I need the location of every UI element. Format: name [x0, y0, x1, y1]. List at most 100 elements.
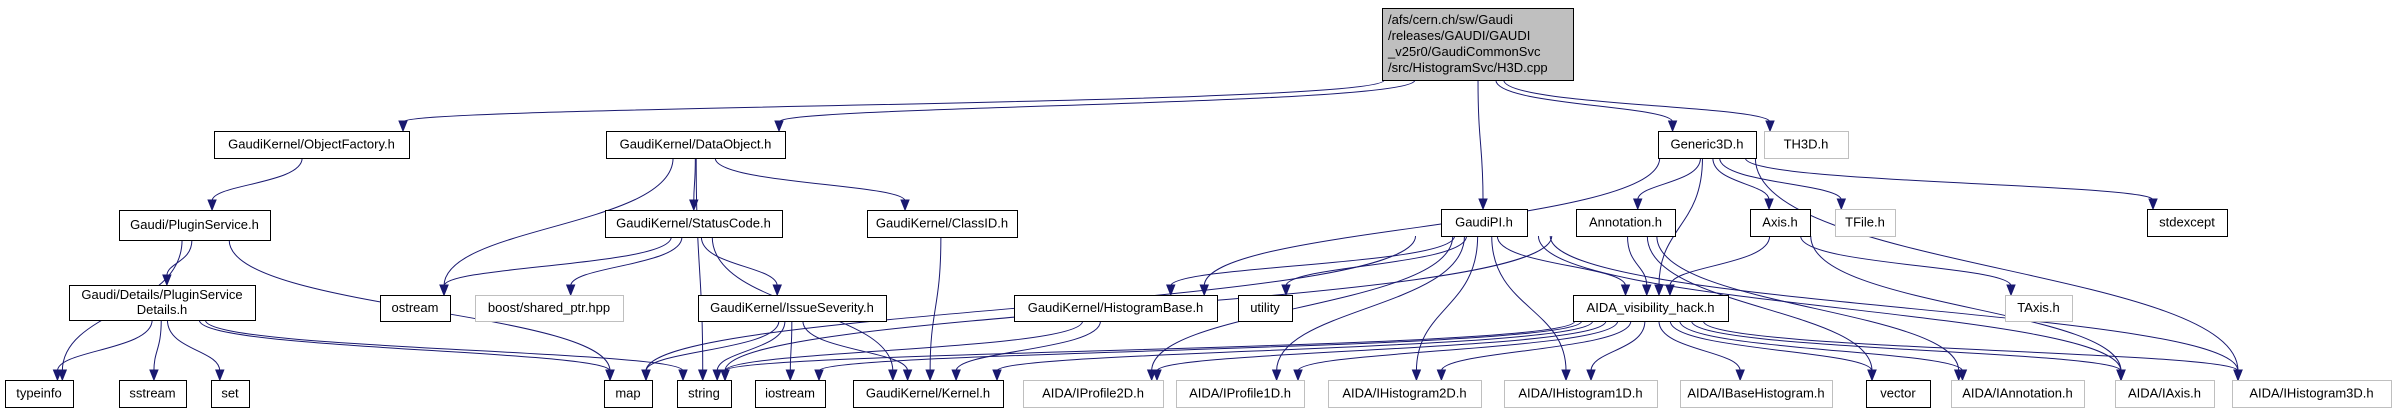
arrowhead-icon: [1478, 198, 1488, 211]
arrowhead-icon: [641, 369, 651, 382]
edge-line: [570, 236, 683, 287]
node-box: [119, 380, 187, 408]
edge-gaudipi-to-histobase: [1166, 235, 1456, 297]
edge-line: [1627, 235, 1648, 287]
node-label: GaudiKernel/StatusCode.h: [616, 215, 771, 230]
node-label: _v25r0/GaudiCommonSvc: [1387, 44, 1541, 59]
edge-line: [1203, 157, 1661, 287]
arrowhead-icon: [902, 369, 913, 382]
node-label: Gaudi/Details/PluginService: [81, 287, 242, 302]
edge-line: [1415, 235, 1479, 372]
node-box: [1238, 295, 1293, 322]
arrowhead-icon: [2233, 369, 2243, 382]
edge-line: [1590, 320, 1646, 372]
node-histobase[interactable]: GaudiKernel/HistogramBase.h: [1014, 295, 1218, 322]
arrowhead-icon: [814, 369, 824, 382]
node-iostream[interactable]: iostream: [755, 380, 826, 408]
node-classid[interactable]: GaudiKernel/ClassID.h: [867, 210, 1018, 238]
node-root[interactable]: /afs/cern.ch/sw/Gaudi/releases/GAUDI/GAU…: [1382, 8, 1574, 81]
node-ibasehisto: AIDA/IBaseHistogram.h: [1680, 380, 1833, 408]
edge-line: [695, 157, 704, 372]
node-gaudipi[interactable]: GaudiPI.h: [1441, 209, 1528, 237]
node-label: AIDA/IProfile2D.h: [1042, 385, 1144, 400]
node-map[interactable]: map: [604, 380, 653, 408]
node-ihisto1d: AIDA/IHistogram1D.h: [1504, 380, 1658, 408]
node-taxis: TAxis.h: [2005, 295, 2073, 322]
node-ihisto2d: AIDA/IHistogram2D.h: [1328, 380, 1482, 408]
node-box: [1328, 380, 1482, 408]
arrowhead-icon: [992, 369, 1002, 382]
edge-statuscode-to-boostsp: [565, 236, 683, 297]
edge-histobase-to-kernel: [951, 320, 1101, 382]
node-box: [2115, 380, 2215, 408]
node-box: [867, 210, 1018, 238]
edge-line: [645, 320, 780, 372]
node-label: GaudiKernel/IssueSeverity.h: [710, 300, 874, 315]
node-box: [755, 380, 826, 408]
node-dataobject[interactable]: GaudiKernel/DataObject.h: [606, 131, 786, 159]
edge-line: [778, 79, 1416, 123]
node-issueseverity[interactable]: GaudiKernel/IssueSeverity.h: [698, 295, 887, 322]
node-sstream[interactable]: sstream: [119, 380, 187, 408]
node-utility[interactable]: utility: [1238, 295, 1293, 322]
arrowhead-icon: [605, 369, 615, 382]
edge-aidavis-to-string: [720, 320, 1576, 382]
node-typeinfo[interactable]: typeinfo: [5, 380, 74, 408]
edge-line: [166, 319, 221, 372]
node-iannotation: AIDA/IAnnotation.h: [1951, 380, 2085, 408]
edge-histobase-to-string: [720, 320, 1084, 382]
edge-line: [955, 320, 1101, 372]
node-label: AIDA/IAnnotation.h: [1962, 385, 2073, 400]
edge-root-to-generic3d: [1495, 79, 1678, 133]
node-vector[interactable]: vector: [1866, 380, 1931, 408]
node-stdexcept[interactable]: stdexcept: [2147, 209, 2228, 237]
edge-line: [1549, 235, 2239, 372]
node-pluginservice[interactable]: Gaudi/PluginService.h: [119, 210, 271, 241]
edge-pluginsvcdetails-to-typeinfo: [52, 319, 153, 382]
node-box: [1504, 380, 1658, 408]
node-label: AIDA/IProfile1D.h: [1189, 385, 1291, 400]
node-label: Annotation.h: [1589, 214, 1662, 229]
node-label: GaudiPI.h: [1455, 214, 1513, 229]
arrowhead-icon: [215, 369, 225, 382]
edge-issueseverity-to-iostream: [785, 320, 796, 382]
arrowhead-icon: [1957, 369, 1968, 382]
edge-aidavis-to-iprofile2d: [1152, 320, 1607, 382]
node-aidavis[interactable]: AIDA_visibility_hack.h: [1573, 295, 1729, 322]
edge-aidavis-to-iostream: [814, 320, 1583, 382]
node-label: AIDA/IHistogram2D.h: [1342, 385, 1466, 400]
edge-statuscode-to-ostream: [439, 236, 672, 297]
node-annotation[interactable]: Annotation.h: [1576, 209, 1676, 237]
node-label: vector: [1880, 385, 1916, 400]
edge-line: [818, 320, 1583, 372]
edge-dataobject-to-classid: [714, 157, 910, 212]
node-statuscode[interactable]: GaudiKernel/StatusCode.h: [605, 210, 783, 238]
node-axis[interactable]: Axis.h: [1750, 209, 1811, 237]
node-box: [1573, 295, 1729, 322]
edge-aidavis-to-ihisto2d: [1436, 320, 1632, 382]
node-label: Details.h: [137, 302, 188, 317]
arrowhead-icon: [1667, 120, 1678, 133]
arrowhead-icon: [951, 369, 961, 382]
arrowhead-icon: [149, 369, 159, 382]
arrowhead-icon: [1152, 369, 1162, 382]
node-string[interactable]: string: [677, 380, 732, 408]
edge-generic3d-to-aidavis: [1654, 157, 1703, 297]
node-kernel[interactable]: GaudiKernel/Kernel.h: [853, 380, 1004, 408]
node-box: [606, 131, 786, 159]
node-box: [2232, 380, 2392, 408]
node-box: [1441, 209, 1528, 237]
node-objfactory[interactable]: GaudiKernel/ObjectFactory.h: [214, 131, 410, 159]
arrowhead-icon: [1411, 369, 1422, 382]
node-box: [1750, 209, 1811, 237]
arrowhead-icon: [785, 369, 796, 382]
node-label: set: [221, 385, 239, 400]
arrowhead-icon: [2148, 198, 2158, 211]
node-ostream[interactable]: ostream: [380, 295, 451, 322]
node-set[interactable]: set: [211, 380, 250, 408]
edge-pluginsvcdetails-to-sstream: [149, 319, 162, 382]
node-generic3d[interactable]: Generic3D.h: [1658, 131, 1757, 159]
node-box: [5, 380, 74, 408]
node-box: [604, 380, 653, 408]
